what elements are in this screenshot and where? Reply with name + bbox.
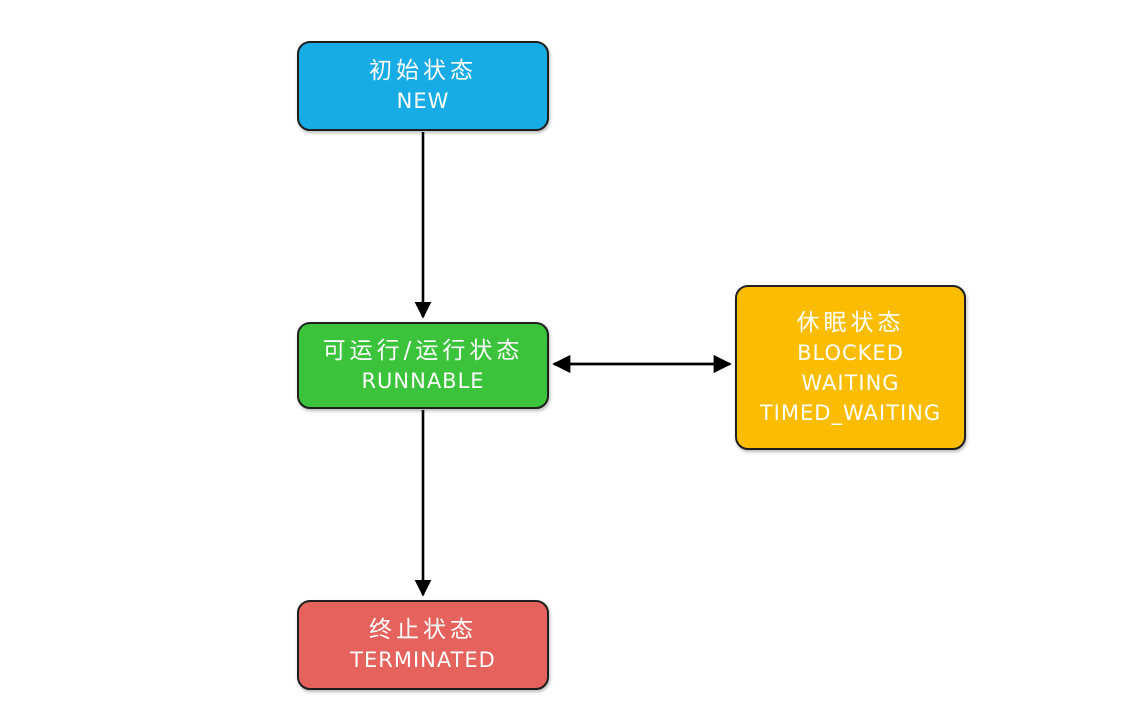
node-sleep-state: 休眠状态 BLOCKED WAITING TIMED_WAITING [735, 285, 966, 450]
node-new-label-en: NEW [396, 89, 450, 113]
node-sleep-label-waiting: WAITING [801, 370, 900, 395]
node-new-state: 初始状态 NEW [297, 41, 549, 131]
node-sleep-label-zh: 休眠状态 [796, 309, 905, 336]
node-runnable-label-zh: 可运行/运行状态 [322, 337, 524, 364]
node-terminated-label-en: TERMINATED [350, 648, 496, 672]
node-runnable-state: 可运行/运行状态 RUNNABLE [297, 322, 549, 409]
node-new-label-zh: 初始状态 [369, 58, 477, 84]
node-runnable-label-en: RUNNABLE [361, 368, 485, 393]
node-sleep-label-timed-waiting: TIMED_WAITING [759, 400, 942, 425]
node-sleep-label-blocked: BLOCKED [797, 340, 904, 365]
node-terminated-label-zh: 终止状态 [369, 617, 477, 643]
node-terminated-state: 终止状态 TERMINATED [297, 600, 549, 690]
